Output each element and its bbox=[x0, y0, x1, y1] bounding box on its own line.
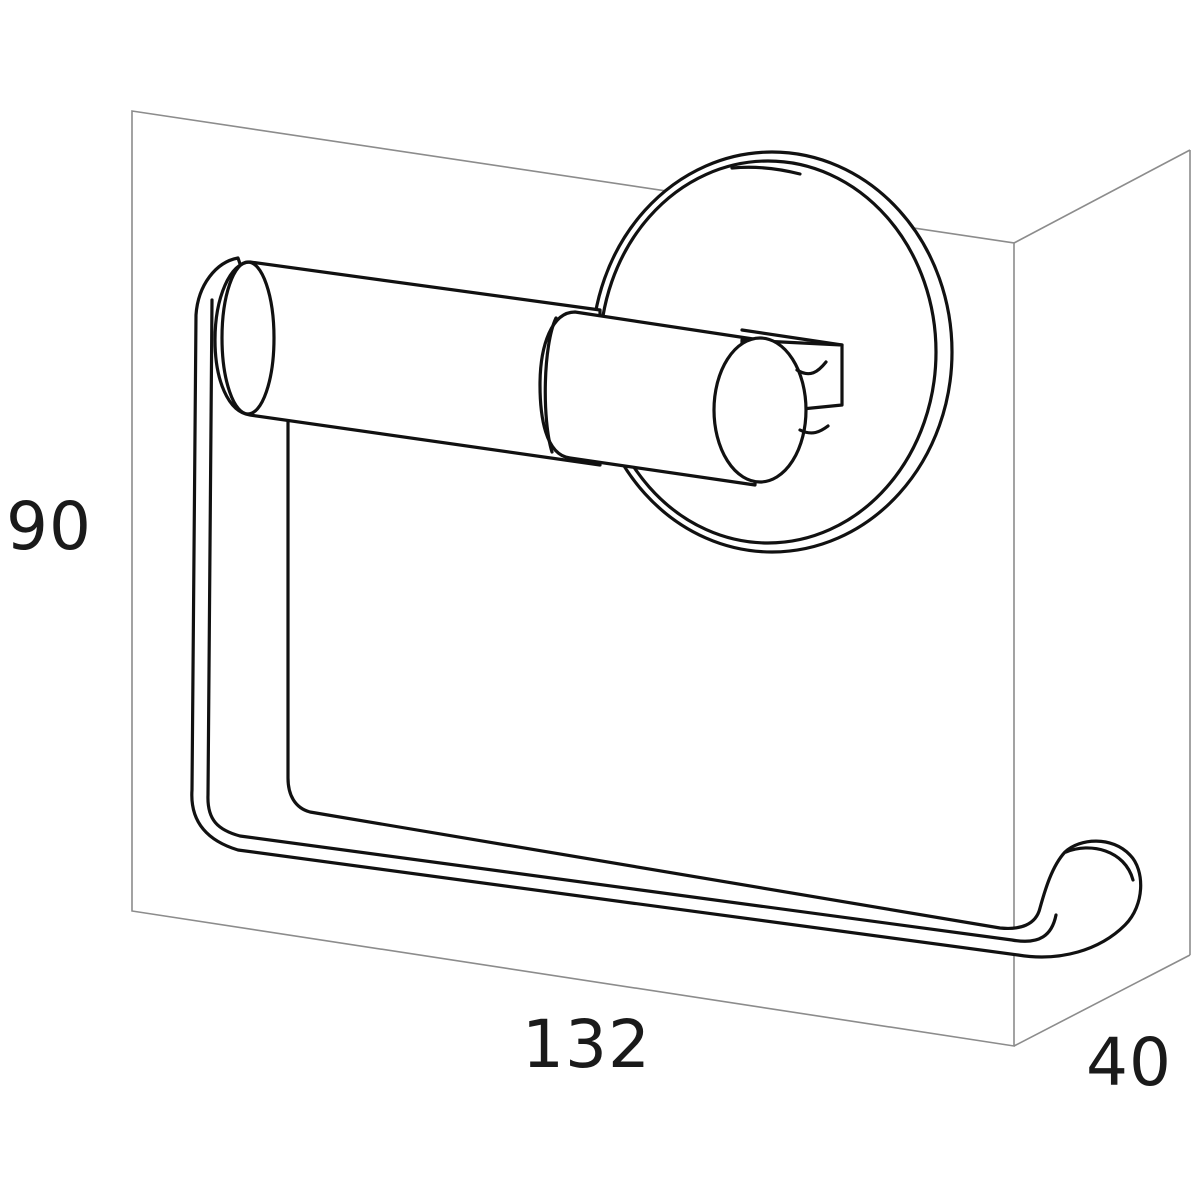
bounding-box-top-edge bbox=[1013, 149, 1191, 244]
horizontal-bar bbox=[213, 260, 602, 467]
bar-end-cap bbox=[712, 336, 830, 484]
dimension-width-label: 132 bbox=[522, 1006, 651, 1083]
dimension-depth-label: 40 bbox=[1086, 1024, 1172, 1101]
bounding-box-bottom-edge bbox=[1013, 954, 1191, 1047]
dimension-height-label: 90 bbox=[6, 488, 92, 565]
collar-sleeve bbox=[538, 310, 762, 487]
paper-holder-arm bbox=[190, 256, 1143, 959]
